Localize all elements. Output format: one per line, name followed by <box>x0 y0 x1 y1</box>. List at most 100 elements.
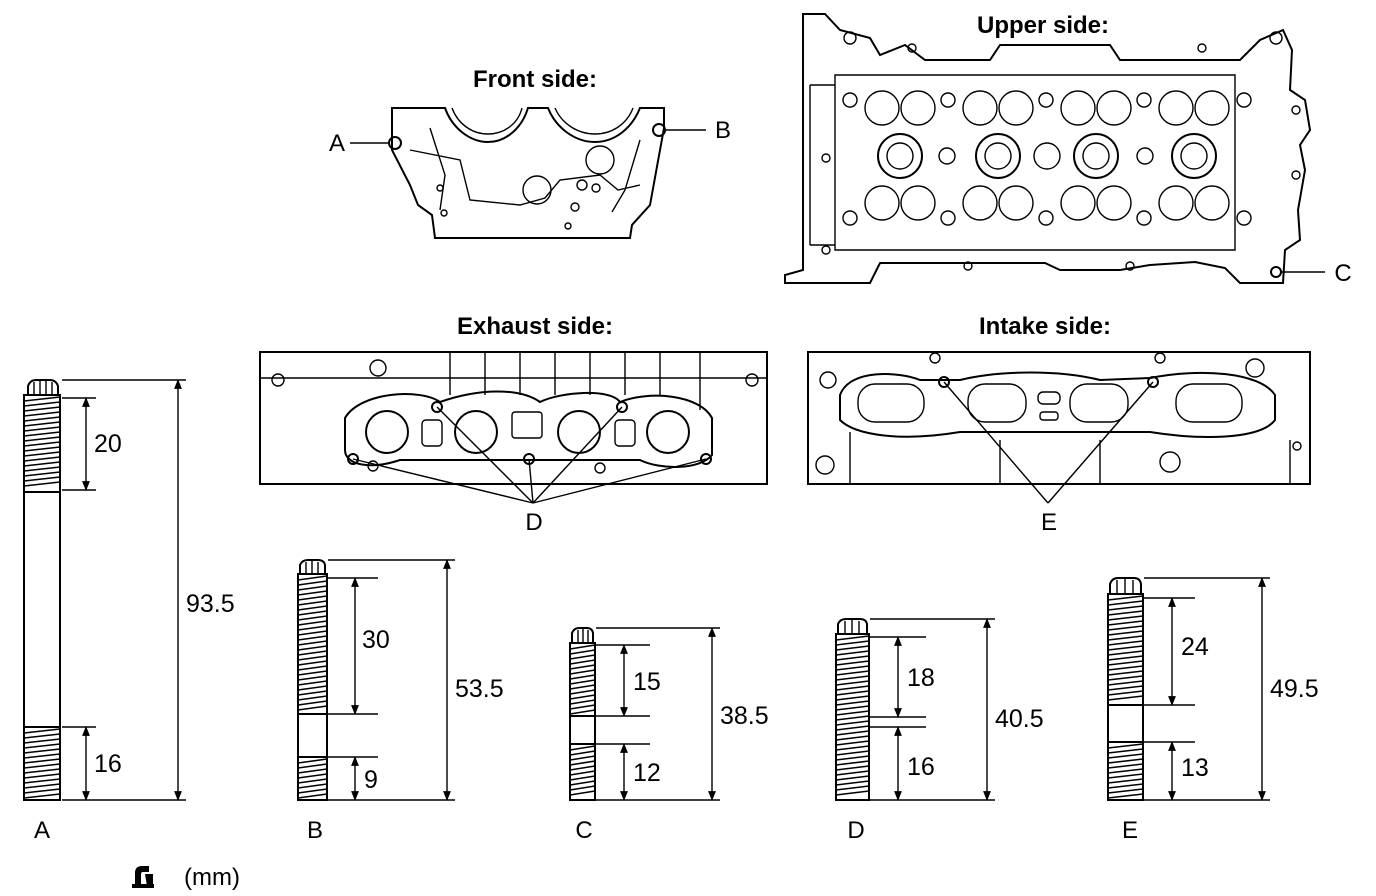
thread-line <box>569 775 596 781</box>
thread-line <box>23 738 61 744</box>
thread-line <box>569 669 596 675</box>
thread-line <box>23 768 61 774</box>
thread-line <box>1107 680 1144 686</box>
callout-c: C <box>1334 260 1351 287</box>
thread-line <box>23 753 61 759</box>
thread-line <box>569 785 596 791</box>
thread-hatching <box>297 575 328 711</box>
thread-line <box>1107 778 1144 784</box>
thread-line <box>835 690 870 696</box>
thread-line <box>569 679 596 685</box>
thread-line <box>23 441 61 447</box>
thread-line <box>835 790 870 796</box>
thread-line <box>835 750 870 756</box>
thread-line <box>23 466 61 472</box>
thread-line <box>23 411 61 417</box>
stud-a: 20 16 93.5 A <box>23 379 235 844</box>
thread-line <box>835 735 870 741</box>
thread-line <box>569 745 596 751</box>
callout-d: D <box>525 509 542 536</box>
thread-line <box>297 610 328 616</box>
thread-line <box>297 575 328 581</box>
stud-c-lower-thread-dim: 12 <box>633 759 661 787</box>
thread-line <box>297 695 328 701</box>
thread-line <box>835 685 870 691</box>
callout-b: B <box>715 117 731 144</box>
thread-line <box>297 778 328 784</box>
thread-line <box>23 758 61 764</box>
thread-line <box>569 684 596 690</box>
upper-valve-row-top <box>864 90 1230 126</box>
thread-line <box>835 675 870 681</box>
thread-line <box>569 659 596 665</box>
thread-line <box>569 709 596 715</box>
thread-line <box>23 406 61 412</box>
thread-line <box>835 670 870 676</box>
thread-line <box>297 640 328 646</box>
thread-line <box>1107 773 1144 779</box>
thread-line <box>835 760 870 766</box>
thread-line <box>23 728 61 734</box>
thread-line <box>1107 685 1144 691</box>
thread-line <box>297 768 328 774</box>
thread-line <box>835 660 870 666</box>
thread-line <box>23 783 61 789</box>
thread-line <box>835 645 870 651</box>
thread-line <box>1107 660 1144 666</box>
thread-line <box>297 788 328 794</box>
thread-line <box>569 674 596 680</box>
thread-line <box>23 733 61 739</box>
thread-line <box>835 730 870 736</box>
thread-line <box>297 635 328 641</box>
thread-line <box>569 755 596 761</box>
thread-line <box>297 650 328 656</box>
thread-line <box>835 640 870 646</box>
thread-line <box>835 725 870 731</box>
stud-e-overall-dim: 49.5 <box>1270 675 1319 703</box>
stud-d-lower-thread-dim: 16 <box>907 753 935 781</box>
stud-b-lower-thread-dim: 9 <box>364 766 378 794</box>
thread-line <box>23 451 61 457</box>
thread-line <box>23 401 61 407</box>
thread-line <box>297 600 328 606</box>
stud-b: 30 9 53.5 B <box>297 559 504 844</box>
unit-legend: (mm) <box>132 864 240 891</box>
wrench-torque-icon <box>132 866 154 888</box>
stud-b-upper-thread-dim: 30 <box>362 626 390 654</box>
thread-line <box>1107 743 1144 749</box>
thread-line <box>569 770 596 776</box>
thread-line <box>835 705 870 711</box>
thread-line <box>1107 650 1144 656</box>
thread-line <box>297 763 328 769</box>
upper-side-title: Upper side: <box>977 12 1109 39</box>
thread-line <box>1107 695 1144 701</box>
thread-line <box>835 700 870 706</box>
thread-line <box>835 650 870 656</box>
thread-line <box>1107 625 1144 631</box>
thread-line <box>1107 640 1144 646</box>
thread-line <box>297 620 328 626</box>
stud-a-upper-thread-dim: 20 <box>94 430 122 458</box>
thread-line <box>1107 600 1144 606</box>
thread-line <box>835 715 870 721</box>
stud-a-label: A <box>34 817 50 844</box>
stud-c-overall-dim: 38.5 <box>720 702 769 730</box>
thread-line <box>23 461 61 467</box>
thread-line <box>1107 788 1144 794</box>
thread-line <box>23 763 61 769</box>
thread-line <box>23 773 61 779</box>
thread-line <box>569 689 596 695</box>
stud-d-upper-thread-dim: 18 <box>907 664 935 692</box>
thread-line <box>23 426 61 432</box>
thread-line <box>835 745 870 751</box>
stud-e-upper-thread-dim: 24 <box>1181 633 1209 661</box>
thread-line <box>569 664 596 670</box>
thread-line <box>297 590 328 596</box>
thread-line <box>297 685 328 691</box>
thread-line <box>23 778 61 784</box>
thread-line <box>1107 793 1144 799</box>
thread-hatching <box>23 396 61 487</box>
thread-line <box>297 783 328 789</box>
thread-line <box>23 788 61 794</box>
